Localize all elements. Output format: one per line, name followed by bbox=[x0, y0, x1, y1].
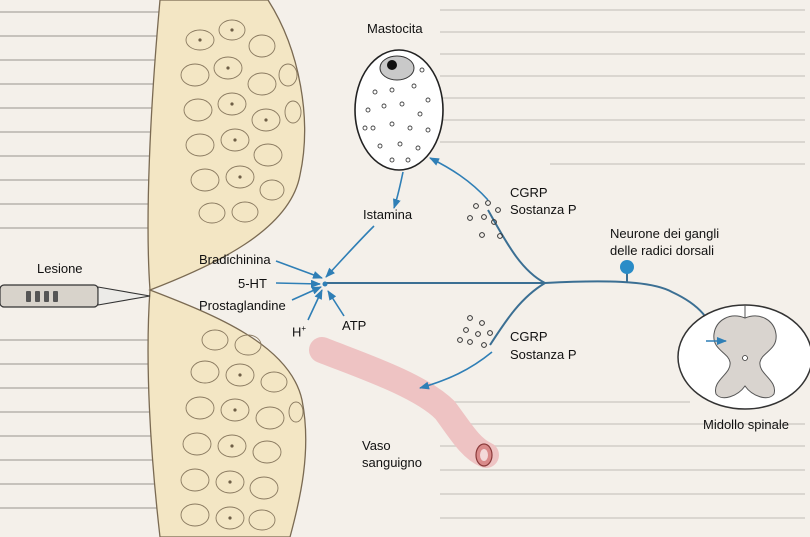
dorsal-root-ganglion-icon bbox=[620, 260, 634, 274]
blood-vessel-icon bbox=[322, 350, 492, 466]
nerve-terminal bbox=[323, 282, 328, 287]
label-sostanza-p-top: Sostanza P bbox=[510, 202, 577, 218]
arrow-mast-to-istamina bbox=[394, 172, 403, 208]
label-h-base: H bbox=[292, 324, 301, 339]
label-5ht: 5-HT bbox=[238, 276, 267, 292]
vesicle-cluster-top bbox=[468, 201, 503, 239]
label-h-plus: H+ bbox=[292, 324, 306, 340]
vesicle-cluster-bottom bbox=[458, 316, 493, 348]
label-atp: ATP bbox=[342, 318, 366, 334]
arrow-to-mast-cell bbox=[430, 158, 488, 200]
arrow-h-plus bbox=[308, 290, 322, 320]
label-neurone-line2: delle radici dorsali bbox=[610, 243, 714, 259]
label-vaso-line1: Vaso bbox=[362, 438, 391, 454]
arrow-bradichinina bbox=[276, 261, 322, 278]
scalpel-icon bbox=[0, 285, 150, 307]
label-lesione: Lesione bbox=[37, 261, 83, 277]
arrow-prostaglandine bbox=[292, 287, 321, 300]
label-neurone-line1: Neurone dei gangli bbox=[610, 226, 719, 242]
label-cgrp-top: CGRP bbox=[510, 185, 548, 201]
label-istamina: Istamina bbox=[363, 207, 412, 223]
label-midollo-spinale: Midollo spinale bbox=[703, 417, 789, 433]
arrow-atp bbox=[328, 291, 344, 316]
arrow-istamina-to-terminal bbox=[326, 226, 374, 277]
label-bradichinina: Bradichinina bbox=[199, 252, 271, 268]
label-sostanza-p-bottom: Sostanza P bbox=[510, 347, 577, 363]
label-prostaglandine: Prostaglandine bbox=[199, 298, 286, 314]
label-h-superscript: + bbox=[301, 324, 306, 333]
label-vaso-line2: sanguigno bbox=[362, 455, 422, 471]
mast-cell-icon bbox=[355, 50, 443, 170]
label-mastocita: Mastocita bbox=[367, 21, 423, 37]
arrow-to-vessel bbox=[420, 352, 492, 388]
spinal-cord-icon bbox=[678, 305, 810, 409]
label-cgrp-bottom: CGRP bbox=[510, 329, 548, 345]
background-text-left bbox=[0, 12, 160, 508]
arrow-5ht bbox=[276, 283, 320, 284]
